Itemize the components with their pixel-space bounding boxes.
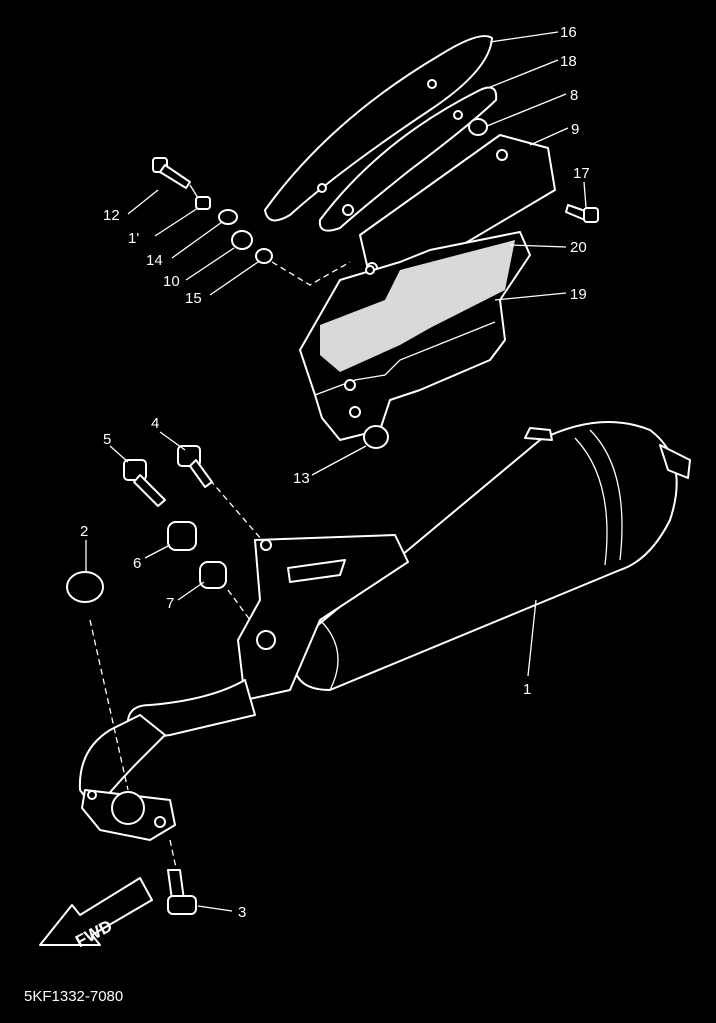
washer-13	[363, 425, 389, 449]
callout-19: 19	[570, 286, 587, 303]
heat-guard-inner	[318, 86, 498, 232]
muffler-bracket	[237, 534, 409, 701]
muffler	[294, 421, 691, 691]
callout-14: 14	[146, 252, 163, 269]
callout-6: 6	[133, 555, 141, 572]
drawing-code: 5KF1332-7080	[24, 988, 124, 1005]
fwd-arrow: FWD	[39, 877, 153, 951]
exhaust-pipe	[78, 679, 256, 841]
callout-7: 7	[166, 595, 174, 612]
callout-9: 9	[571, 121, 579, 138]
bolt-3	[167, 869, 197, 915]
leader-lines	[85, 31, 587, 912]
heat-protector	[299, 231, 531, 441]
callout-labels: 16 18 8 9 17 20 19 12 1' 14 10 15 4 5 13…	[80, 24, 590, 921]
damper-7	[199, 561, 227, 589]
bolt-4	[177, 445, 213, 488]
callout-17: 17	[573, 165, 590, 182]
callout-1: 1	[523, 681, 531, 698]
callout-15: 15	[185, 290, 202, 307]
collar-11	[195, 196, 211, 210]
callout-10: 10	[163, 273, 180, 290]
washer-15	[255, 248, 273, 264]
callout-16: 16	[560, 24, 577, 41]
callout-4: 4	[151, 415, 159, 432]
bolt-5	[123, 459, 166, 507]
collar-6	[167, 521, 197, 551]
gasket-2	[66, 571, 104, 603]
damper-10	[231, 230, 253, 250]
callout-13: 13	[293, 470, 310, 487]
callout-2: 2	[80, 523, 88, 540]
callout-5: 5	[103, 431, 111, 448]
screw-17	[565, 204, 599, 223]
callout-8: 8	[570, 87, 578, 104]
callout-11: 1'	[128, 230, 139, 247]
washer-14	[218, 209, 238, 225]
callout-3: 3	[238, 904, 246, 921]
callout-18: 18	[560, 53, 577, 70]
callout-12: 12	[103, 207, 120, 224]
callout-20: 20	[570, 239, 587, 256]
washer-8	[468, 118, 488, 136]
bolt-12	[152, 157, 191, 189]
